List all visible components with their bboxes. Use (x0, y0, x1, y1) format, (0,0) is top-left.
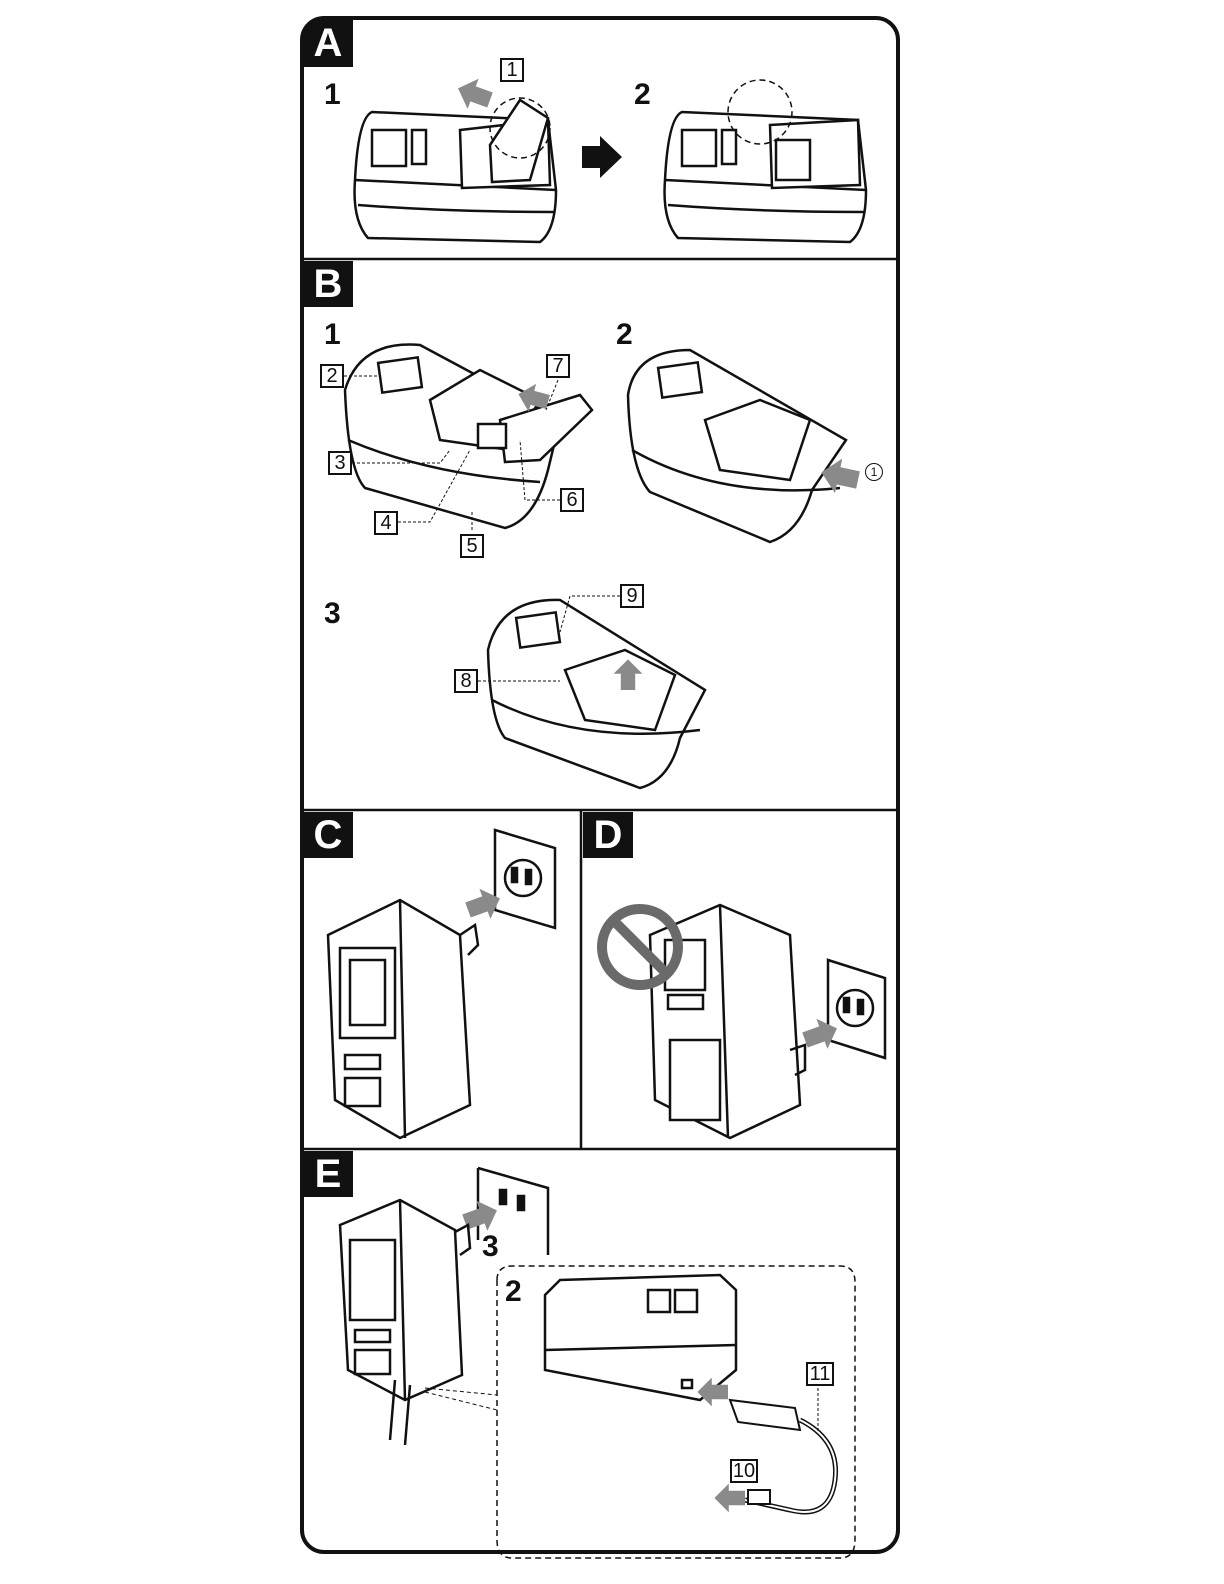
callout-10: 10 (730, 1459, 758, 1483)
callout-5: 5 (460, 534, 484, 558)
section-e-badge: E (303, 1151, 353, 1197)
charger-e2-drawing (545, 1275, 736, 1400)
charger-a1-drawing (355, 98, 556, 242)
section-d-badge: D (583, 812, 633, 858)
section-b-badge: B (303, 261, 353, 307)
callout-4: 4 (374, 511, 398, 535)
wall-outlet-d (828, 960, 885, 1058)
section-c-badge: C (303, 812, 353, 858)
callout-1: 1 (500, 58, 524, 82)
charger-b3-drawing (488, 600, 705, 788)
charger-a2-drawing (665, 80, 866, 242)
circled-number-1: 1 (865, 463, 883, 481)
callout-8: 8 (454, 669, 478, 693)
callout-3: 3 (328, 451, 352, 475)
step-b-1: 1 (324, 318, 341, 352)
section-a-badge: A (303, 19, 353, 67)
callout-11: 11 (806, 1362, 834, 1386)
callout-9: 9 (620, 584, 644, 608)
step-e-3: 3 (482, 1230, 499, 1264)
usb-cable-drawing (730, 1400, 836, 1512)
callout-7: 7 (546, 354, 570, 378)
step-e-2: 2 (505, 1275, 522, 1309)
callout-6: 6 (560, 488, 584, 512)
callout-2: 2 (320, 364, 344, 388)
step-a-2: 2 (634, 78, 651, 112)
step-a-1: 1 (324, 78, 341, 112)
inset-leader-e (425, 1388, 497, 1410)
big-arrow-a (582, 136, 622, 178)
wall-outlet-c (495, 830, 555, 928)
charger-e-drawing (340, 1200, 470, 1445)
charger-b2-drawing (628, 350, 846, 542)
step-b-3: 3 (324, 597, 341, 631)
charger-c-drawing (328, 900, 478, 1138)
step-b-2: 2 (616, 318, 633, 352)
